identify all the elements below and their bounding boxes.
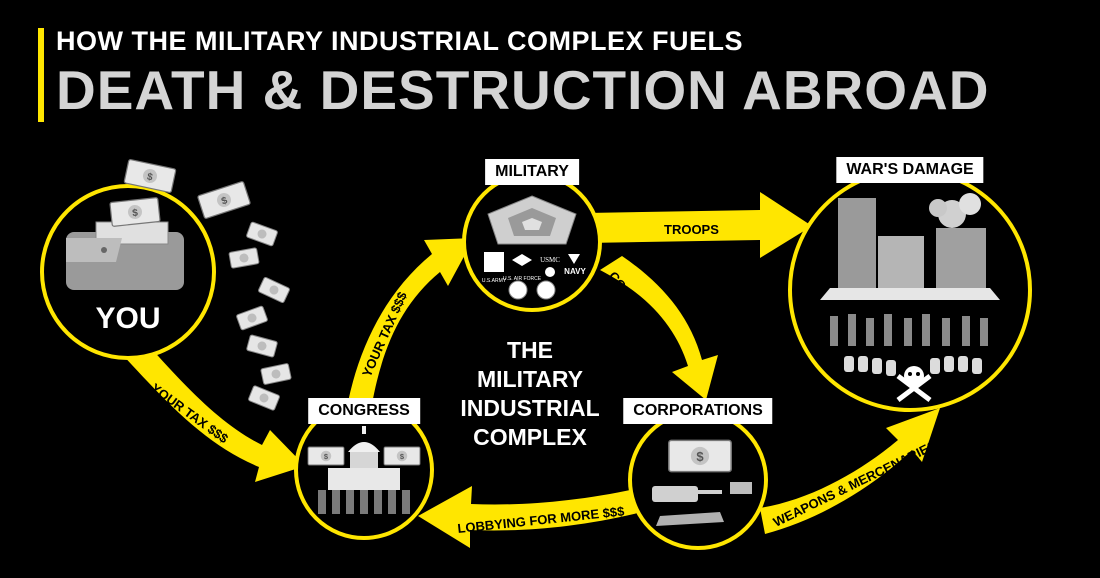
military-label: MILITARY xyxy=(485,159,579,185)
arrow-congress-to-military xyxy=(348,238,474,404)
arrow-label-your-tax-up: YOUR TAX $$$ xyxy=(359,289,410,379)
corporations-circle xyxy=(628,410,768,550)
skull-crossbones-icon xyxy=(896,366,932,402)
wallet-icon xyxy=(66,221,184,290)
svg-text:USMC: USMC xyxy=(540,256,560,264)
army-seal-icon: U.S.ARMY xyxy=(482,252,507,284)
svg-text:U.S.ARMY: U.S.ARMY xyxy=(482,278,507,284)
weapons-illustration xyxy=(652,482,752,526)
center-line-1: THE xyxy=(507,337,553,363)
title-line-2: DEATH & DESTRUCTION ABROAD xyxy=(56,59,990,121)
center-line-3: INDUSTRIAL xyxy=(460,395,600,421)
center-line-4: COMPLEX xyxy=(473,424,587,450)
capitol-illustration xyxy=(328,426,400,490)
arrow-weapons xyxy=(760,408,940,534)
congress-bill-left xyxy=(307,446,345,466)
arrow-lobbying xyxy=(418,486,650,548)
cash-stack-illustration xyxy=(668,439,732,473)
center-line-2: MILITARY xyxy=(476,366,584,392)
usmc-seal-icon: USMC xyxy=(540,256,560,277)
wars-damage-label: WAR'S DAMAGE xyxy=(836,157,984,183)
refugees-silhouettes xyxy=(830,314,988,346)
lobbyists-silhouettes xyxy=(318,490,410,514)
pentagon-icon xyxy=(487,195,577,245)
arrow-you-to-congress xyxy=(120,338,305,482)
air-force-seal-icon: U.S. AIR FORCE xyxy=(503,254,542,282)
center-title: THE MILITARY INDUSTRIAL COMPLEX xyxy=(430,336,630,452)
cia-seal-icon xyxy=(508,280,528,300)
congress-label: CONGRESS xyxy=(308,398,420,424)
you-label: YOU xyxy=(95,302,161,335)
arrow-contract xyxy=(600,256,718,400)
title-line-1: HOW THE MILITARY INDUSTRIAL COMPLEX FUEL… xyxy=(56,26,743,56)
graves-illustration xyxy=(844,356,982,376)
corporations-label: CORPORATIONS xyxy=(623,398,773,424)
arrow-label-troops: TROOPS xyxy=(664,222,719,237)
dod-seal-icon xyxy=(536,280,556,300)
title-accent-bar xyxy=(38,28,44,122)
svg-text:NAVY: NAVY xyxy=(564,267,586,276)
arrow-troops xyxy=(586,192,812,258)
congress-bill-right xyxy=(383,446,421,466)
arrow-label-weapons: WEAPONS & MERCENARIES xyxy=(771,437,940,529)
ruined-buildings-illustration xyxy=(820,193,1000,300)
svg-text:U.S. AIR FORCE: U.S. AIR FORCE xyxy=(503,276,542,282)
navy-seal-icon: NAVY xyxy=(564,254,586,276)
